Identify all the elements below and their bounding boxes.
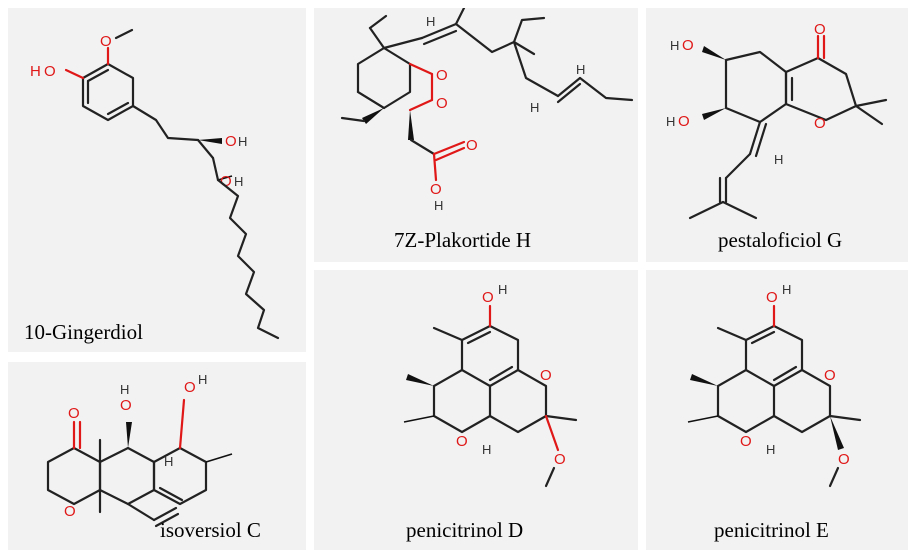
wedge-bond <box>702 108 726 120</box>
atom-label: O <box>838 451 850 468</box>
compound-name: isoversiol C <box>160 518 261 542</box>
atom-label: O <box>482 289 494 306</box>
compound-name: penicitrinol E <box>714 518 829 542</box>
atom-label: O <box>814 115 826 132</box>
wedge-bond <box>406 374 434 386</box>
atom-label: O <box>68 405 80 422</box>
atom-label: O <box>220 173 232 190</box>
atom-label: H <box>234 174 243 189</box>
compound-name: 7Z-Plakortide H <box>394 228 532 252</box>
atom-label: O <box>120 397 132 414</box>
atom-label: H <box>576 62 585 77</box>
wedge-bond <box>198 138 222 144</box>
atom-label: H <box>482 442 491 457</box>
atom-label: O <box>436 67 448 84</box>
atom-label: O <box>44 63 56 80</box>
compound-name: penicitrinol D <box>406 518 524 542</box>
atom-label: O <box>678 113 690 130</box>
atom-label: H <box>30 63 41 80</box>
wedge-bond <box>830 416 844 450</box>
compound-name: pestaloficiol G <box>718 228 843 252</box>
compound-panel-isoversiol: O O O H O H H isoversiol C <box>8 362 306 550</box>
structure-plakortide: O O H H H O O H <box>340 8 634 213</box>
atom-label: H <box>434 198 443 213</box>
atom-label: H <box>120 382 129 397</box>
compound-panel-penicitrinol-e: O H O O O H penicitrinol E <box>646 270 908 550</box>
atom-label: O <box>766 289 778 306</box>
atom-label: H <box>426 14 435 29</box>
atom-label: H <box>670 38 679 53</box>
wedge-bond <box>690 374 718 386</box>
atom-label: H <box>530 100 539 115</box>
atom-label: H <box>666 114 675 129</box>
structure-penicitrinol-e: O H O O O H <box>687 282 862 488</box>
atom-label: O <box>554 451 566 468</box>
atom-label: O <box>740 433 752 450</box>
wedge-bond <box>126 422 132 448</box>
wedge-bond <box>362 108 384 124</box>
atom-label: O <box>682 37 694 54</box>
atom-label: H <box>164 454 173 469</box>
wedge-bond <box>408 110 414 140</box>
structure-pestaloficiol: O O H O H O H <box>666 21 888 220</box>
atom-label: O <box>466 137 478 154</box>
atom-label: O <box>456 433 468 450</box>
atom-label: H <box>766 442 775 457</box>
compound-panel-gingerdiol: H O O O H O H 10-Gingerdiol <box>8 8 306 352</box>
wedge-bond <box>702 46 726 60</box>
atom-label: O <box>184 379 196 396</box>
compound-name: 10-Gingerdiol <box>24 320 143 344</box>
atom-label: H <box>774 152 783 167</box>
atom-label: H <box>238 134 247 149</box>
compound-panel-pestaloficiol: O O H O H O H pestaloficiol G <box>646 8 908 262</box>
atom-label: O <box>430 181 442 198</box>
atom-label: O <box>100 33 112 50</box>
atom-label: O <box>824 367 836 384</box>
structure-gingerdiol: H O O O H O H <box>30 28 280 340</box>
structure-isoversiol: O O O H O H H <box>46 372 233 528</box>
atom-label: O <box>64 503 76 520</box>
atom-label: O <box>225 133 237 150</box>
atom-label: O <box>540 367 552 384</box>
compound-panel-plakortide: O O H H H O O H 7Z-Plakortide H <box>314 8 638 262</box>
compound-panel-penicitrinol-d: O H O O O H penicitrinol D <box>314 270 638 550</box>
atom-label: H <box>498 282 507 297</box>
atom-label: O <box>436 95 448 112</box>
atom-label: H <box>782 282 791 297</box>
atom-label: H <box>198 372 207 387</box>
atom-label: O <box>814 21 826 38</box>
structure-penicitrinol-d: O H O O O H <box>403 282 578 488</box>
